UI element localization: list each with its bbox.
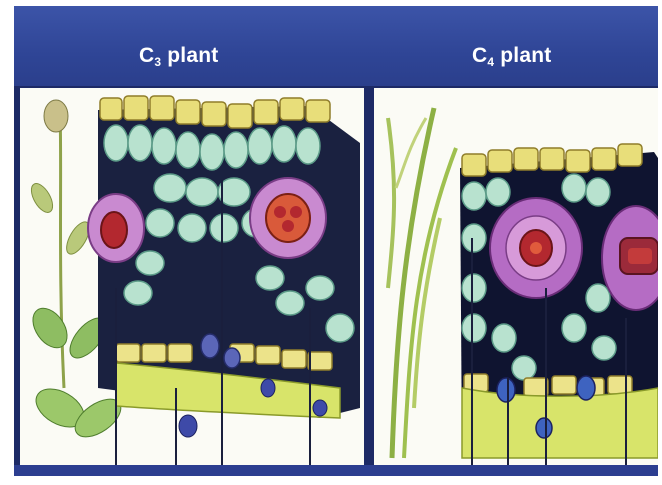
c3-vascular-bundle-right bbox=[250, 178, 326, 258]
c4-grass-blades bbox=[388, 108, 456, 458]
c3-vascular-bundle-left bbox=[88, 194, 144, 262]
c4-kranz-bundle-left bbox=[490, 198, 582, 298]
c4-lower-tissue bbox=[462, 388, 658, 458]
c4-plant-title: C4 plant bbox=[472, 44, 551, 69]
bottom-band bbox=[14, 465, 658, 476]
c3-leaf-illustration bbox=[20, 88, 364, 466]
slide-header: C3 plant C4 plant bbox=[14, 6, 658, 86]
c4-leaf-illustration bbox=[374, 88, 658, 466]
c3-plant-title: C3 plant bbox=[139, 44, 218, 69]
slide-frame: C3 plant C4 plant bbox=[14, 6, 658, 476]
